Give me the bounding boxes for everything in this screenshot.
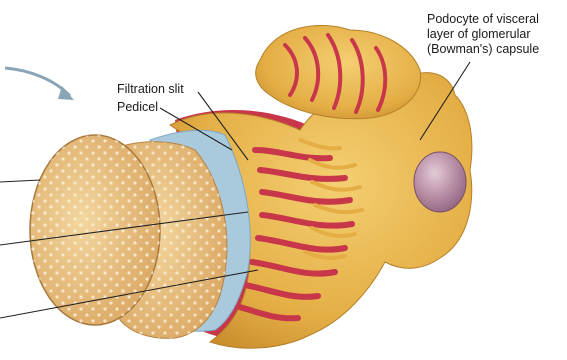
- nucleus: [414, 152, 466, 212]
- pedicel-label: Pedicel: [117, 100, 158, 115]
- podocyte-label-line-1: Podocyte of visceral: [427, 12, 539, 27]
- left-leader-1: [0, 180, 40, 182]
- podocyte-label: Podocyte of visceral layer of glomerular…: [427, 12, 539, 57]
- capillary-cut-face-pores: [30, 135, 160, 325]
- filtration-slit-label: Filtration slit: [117, 82, 184, 97]
- podocyte-label-line-3: (Bowman's) capsule: [427, 42, 539, 57]
- podocyte-label-line-2: layer of glomerular: [427, 27, 539, 42]
